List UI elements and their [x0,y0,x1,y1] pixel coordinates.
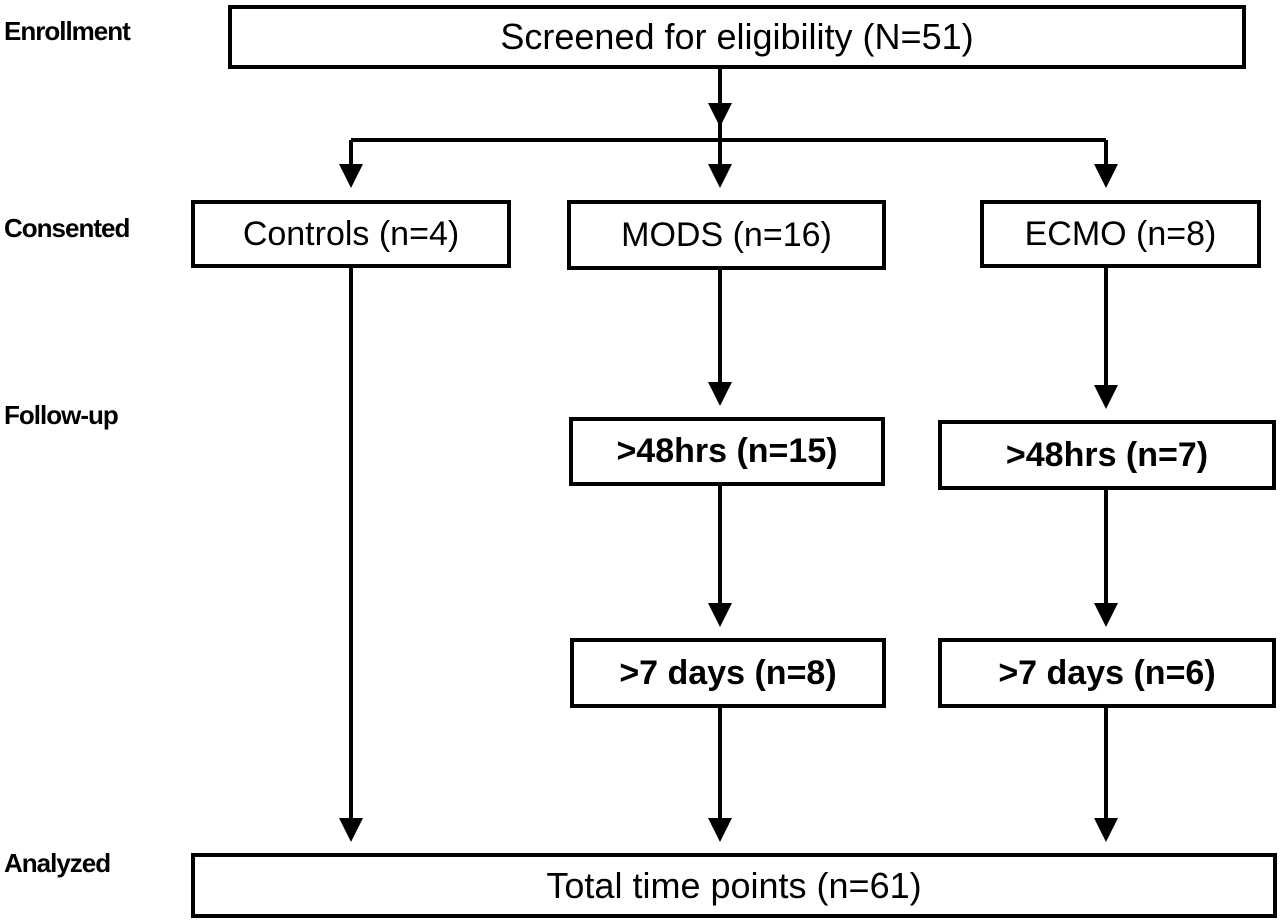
stage-label-follow-up: Follow-up [4,400,119,430]
ecmo-48hrs-box: >48hrs (n=7) [938,420,1276,490]
screened-box: Screened for eligibility (N=51) [228,5,1246,69]
stage-label-enrollment: Enrollment [4,16,131,46]
mods-box: MODS (n=16) [567,200,886,270]
mods-48hrs-box: >48hrs (n=15) [569,417,885,486]
stage-label-analyzed: Analyzed [4,848,111,878]
ecmo-box: ECMO (n=8) [980,200,1261,268]
stage-label-consented: Consented [4,213,130,243]
ecmo-7days-box: >7 days (n=6) [938,638,1276,708]
mods-7days-box: >7 days (n=8) [570,638,886,708]
total-time-points-box: Total time points (n=61) [191,853,1277,918]
controls-box: Controls (n=4) [191,200,511,268]
